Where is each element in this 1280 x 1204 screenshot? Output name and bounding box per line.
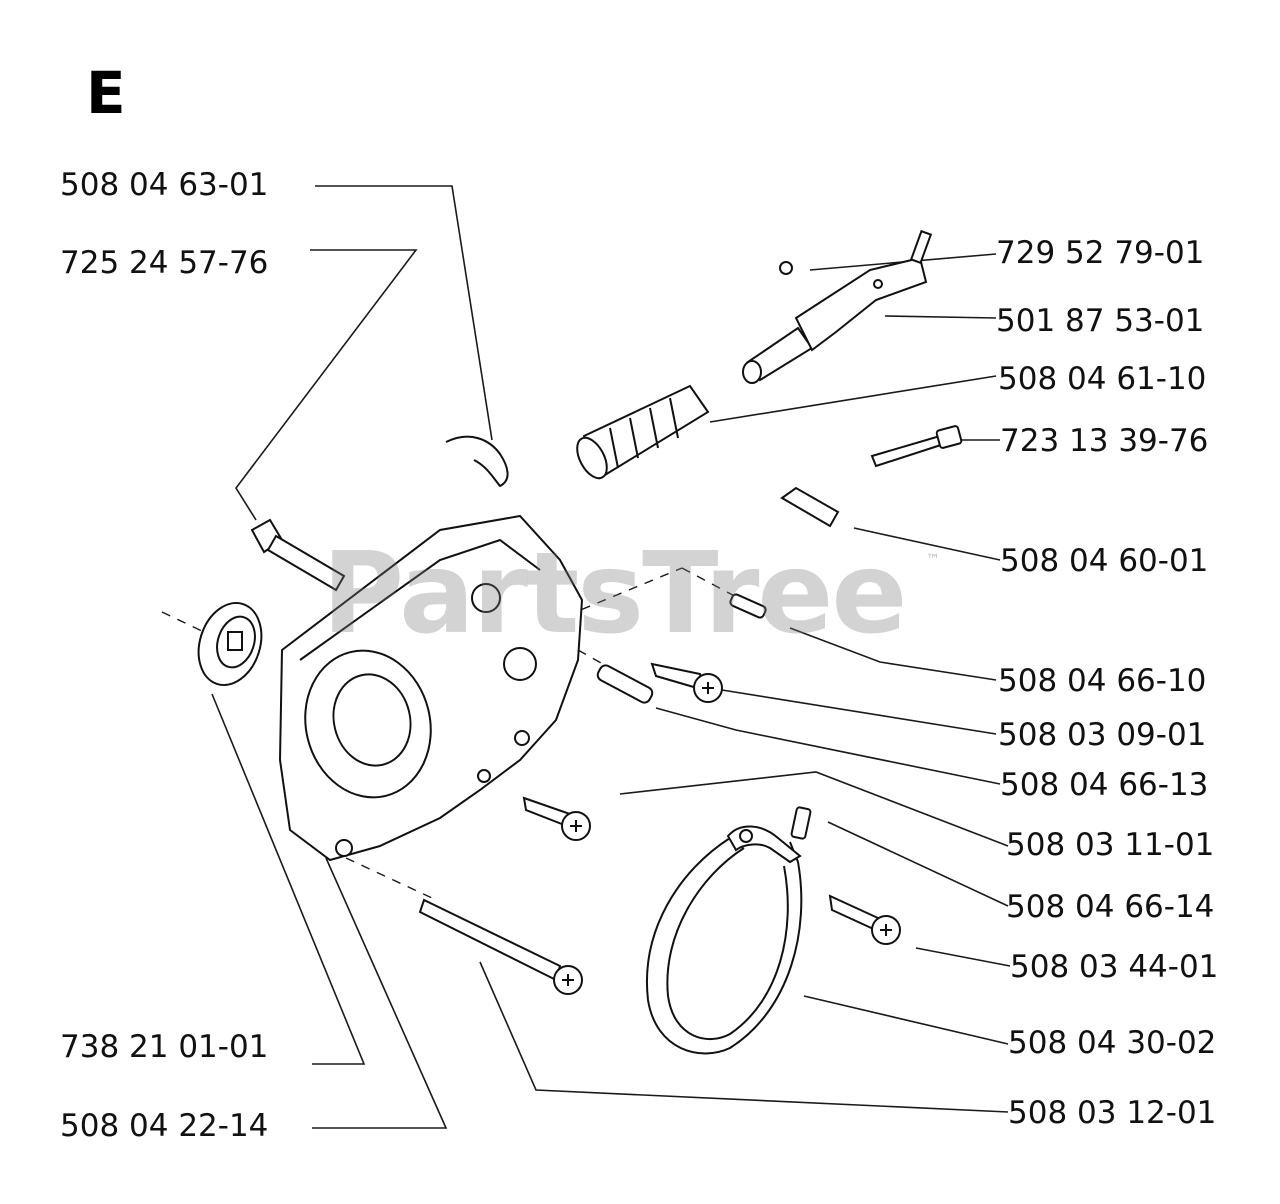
leader-508-04-22-14: [312, 857, 448, 1129]
part-number-label[interactable]: 723 13 39-76: [1000, 423, 1209, 459]
watermark-trademark: ™: [926, 552, 940, 568]
screw: [828, 894, 901, 945]
part-number-label[interactable]: 501 87 53-01: [996, 303, 1205, 339]
pin: [790, 806, 812, 840]
clutch-cover-housing: [278, 514, 584, 862]
part-number-label[interactable]: 508 04 63-01: [60, 167, 269, 203]
bolt: [250, 518, 346, 592]
spring-clip: [445, 435, 509, 488]
long-screw: [418, 898, 583, 995]
part-number-label[interactable]: 508 04 66-14: [1006, 889, 1215, 925]
part-number-label[interactable]: 508 04 30-02: [1008, 1025, 1217, 1061]
section-letter: E: [86, 59, 126, 127]
part-number-label[interactable]: 508 04 60-01: [1000, 543, 1209, 579]
leader-508-04-66-14: [827, 821, 1009, 907]
leader-508-03-44-01: [915, 947, 1011, 967]
alignment-lines: [161, 567, 743, 899]
plate: [780, 486, 840, 528]
leader-501-87-53-01: [884, 315, 997, 319]
leader-508-04-30-02: [803, 995, 1009, 1045]
part-number-label[interactable]: 508 04 66-13: [1000, 767, 1209, 803]
part-number-label[interactable]: 508 04 66-10: [998, 663, 1207, 699]
leader-508-03-09-01: [721, 689, 997, 735]
brake-handle-assembly: [742, 229, 933, 384]
leader-508-03-12-01: [479, 961, 1009, 1113]
part-number-label[interactable]: 725 24 57-76: [60, 245, 269, 281]
leader-508-04-66-10: [789, 627, 997, 681]
screw: [522, 796, 591, 841]
pin: [596, 664, 654, 704]
leader-508-04-63-01: [315, 185, 493, 441]
spring: [576, 384, 710, 480]
part-number-label[interactable]: 508 03 09-01: [998, 717, 1207, 753]
brake-band: [646, 825, 803, 1055]
part-number-label[interactable]: 729 52 79-01: [996, 235, 1205, 271]
screw: [650, 662, 723, 703]
leader-508-04-66-13: [655, 707, 1001, 785]
leader-508-03-11-01: [619, 771, 1009, 847]
pin: [870, 425, 963, 468]
part-number-label[interactable]: 738 21 01-01: [60, 1029, 269, 1065]
bearing: [197, 601, 263, 687]
leader-738-21-01-01: [211, 693, 366, 1065]
leader-508-04-60-01: [853, 527, 1001, 561]
pin: [729, 593, 767, 619]
part-number-label[interactable]: 508 04 22-14: [60, 1108, 269, 1144]
leader-725-24-57-76: [235, 249, 418, 521]
leader-508-04-61-10: [709, 375, 997, 423]
watermark: PartsTree: [322, 529, 907, 659]
part-number-label[interactable]: 508 04 61-10: [998, 361, 1207, 397]
part-number-label[interactable]: 508 03 11-01: [1006, 827, 1215, 863]
part-number-label[interactable]: 508 03 12-01: [1008, 1095, 1217, 1131]
part-number-label[interactable]: 508 03 44-01: [1010, 949, 1219, 985]
